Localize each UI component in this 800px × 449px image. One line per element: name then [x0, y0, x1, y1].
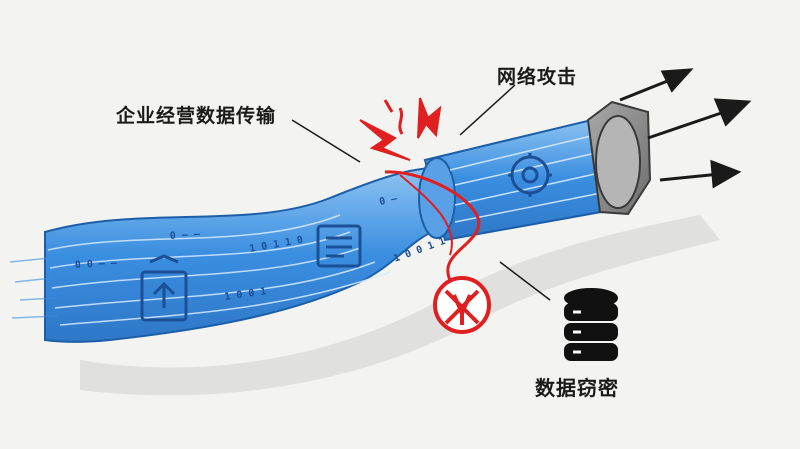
blocked-signal-icon: [433, 276, 491, 334]
pipe-streaks: [449, 134, 607, 223]
label-cyber-attack: 网络攻击: [497, 66, 578, 88]
attack-leader-line: [459, 84, 516, 136]
transmission-leader-line: [291, 119, 361, 163]
data-stream-ribbon: [44, 166, 442, 343]
pipe-broken-end: [418, 157, 456, 239]
server-badge-icon: [508, 153, 552, 197]
upload-document-icon: [140, 254, 188, 322]
document-icon: [316, 224, 362, 268]
binary-text-3: 0 —: [378, 193, 399, 208]
binary-text-1: 0 — —: [169, 229, 201, 242]
database-icon: [564, 288, 618, 361]
label-data-theft: 数据窃密: [535, 376, 619, 400]
binary-text-5: 0 0 — —: [75, 258, 119, 271]
label-data-transmission: 企业经营数据传输: [116, 105, 277, 127]
theft-leader-line: [499, 261, 551, 301]
arrow-icon: [619, 76, 676, 102]
lightning-icon: [359, 97, 442, 161]
stream-shadow: [80, 215, 720, 396]
outgoing-arrows: [619, 68, 752, 189]
stream-streaks: [47, 214, 391, 326]
arrow-icon: [647, 108, 731, 140]
arrow-icon: [659, 172, 721, 182]
stream-tail-streaks: [9, 257, 59, 319]
leader-lines: [291, 84, 551, 301]
